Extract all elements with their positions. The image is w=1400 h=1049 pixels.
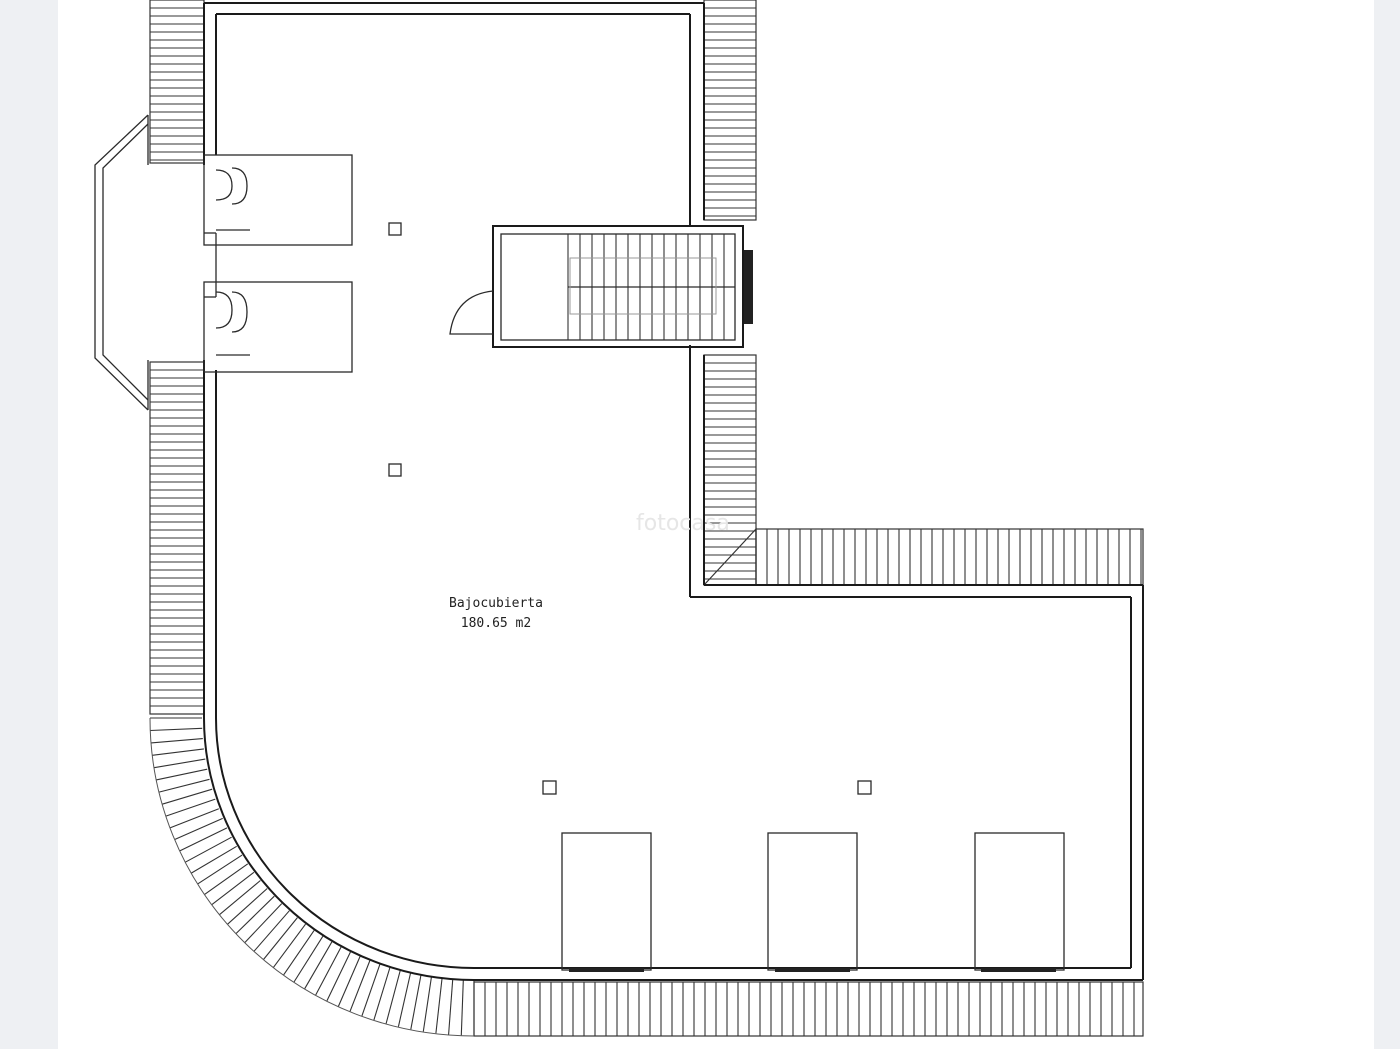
pillars (388, 222, 872, 795)
curved-eave-hatching (149, 717, 475, 1037)
floor-plan-sheet (58, 0, 1374, 1049)
dormer-windows (561, 832, 1065, 972)
walls (203, 2, 1144, 981)
room-name-label: Bajocubierta (449, 596, 543, 611)
room-area-label: 180.65 m2 (461, 616, 531, 631)
watermark: fotocasa (636, 511, 730, 536)
staircase (449, 225, 753, 348)
closets (203, 154, 353, 373)
bay-window (94, 114, 149, 411)
